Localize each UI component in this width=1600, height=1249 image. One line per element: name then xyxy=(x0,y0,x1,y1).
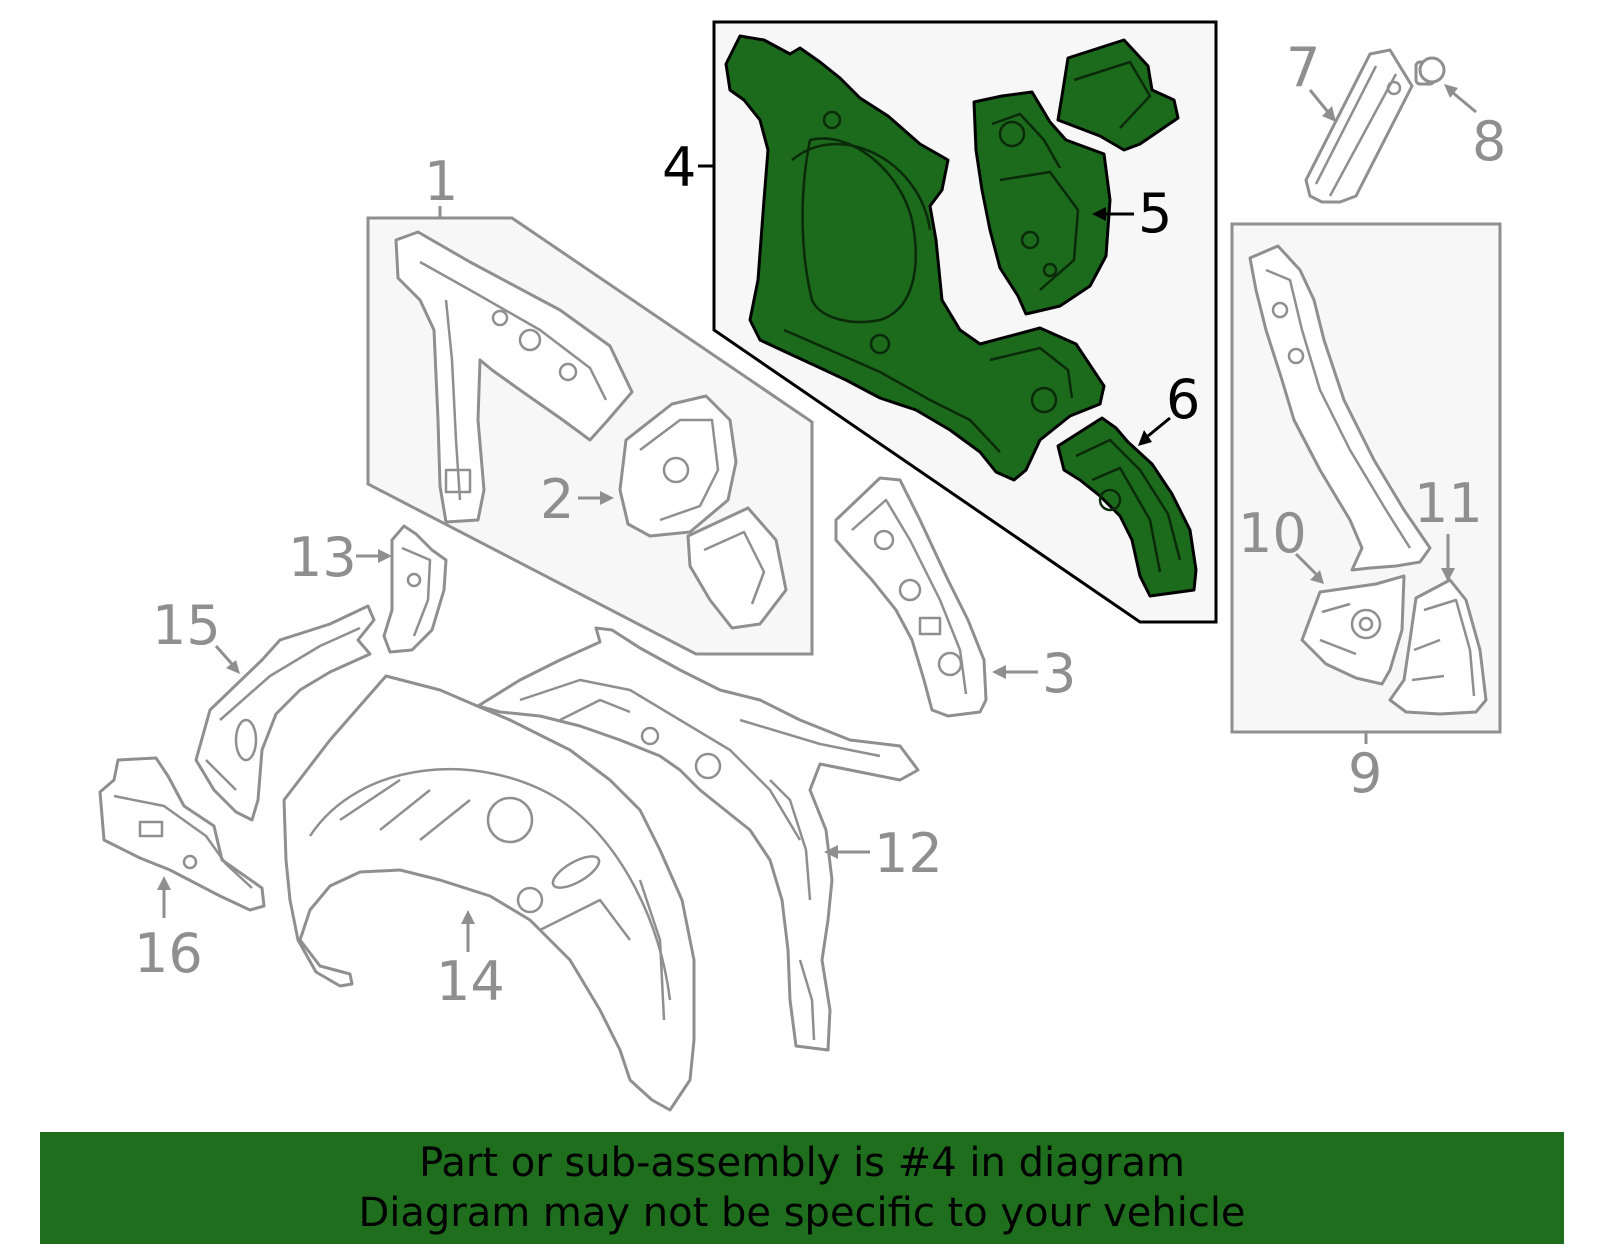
info-banner: Part or sub-assembly is #4 in diagram Di… xyxy=(40,1132,1564,1244)
part-3[interactable] xyxy=(834,476,988,718)
leader-8 xyxy=(1451,90,1477,114)
arrow-3 xyxy=(992,665,1006,679)
callout-2: 2 xyxy=(540,468,574,531)
part-1[interactable] xyxy=(394,230,634,524)
callout-10: 10 xyxy=(1238,502,1307,565)
part-9-pillar[interactable] xyxy=(1248,244,1432,572)
part-13[interactable] xyxy=(382,524,448,654)
part-10[interactable] xyxy=(1300,574,1406,686)
leader-10 xyxy=(1294,552,1318,576)
arrow-12 xyxy=(824,845,838,859)
arrow-15 xyxy=(226,660,240,674)
callout-16: 16 xyxy=(134,922,203,985)
callout-6: 6 xyxy=(1166,368,1200,431)
callout-8: 8 xyxy=(1472,110,1506,173)
leader-6 xyxy=(1147,416,1171,438)
callout-14: 14 xyxy=(436,950,505,1013)
arrow-7 xyxy=(1322,106,1336,122)
callout-3: 3 xyxy=(1042,642,1076,705)
arrow-2 xyxy=(600,491,614,505)
callout-15: 15 xyxy=(152,594,221,657)
arrow-8 xyxy=(1444,84,1458,98)
part-8[interactable] xyxy=(1414,56,1446,86)
callout-5: 5 xyxy=(1138,182,1172,245)
arrow-6 xyxy=(1138,430,1152,446)
leader-7 xyxy=(1308,89,1330,113)
part-4-quarter-inner-panel[interactable] xyxy=(724,34,1106,482)
part-7[interactable] xyxy=(1304,48,1414,204)
callout-13: 13 xyxy=(288,526,357,589)
part-6[interactable] xyxy=(1056,416,1198,598)
arrow-13 xyxy=(378,549,392,563)
part-14[interactable] xyxy=(282,674,696,1112)
part-11[interactable] xyxy=(1388,578,1488,716)
part-2[interactable] xyxy=(618,394,788,630)
callout-9: 9 xyxy=(1348,742,1382,805)
banner-line-2: Diagram may not be specific to your vehi… xyxy=(358,1190,1246,1236)
part-15[interactable] xyxy=(194,604,376,822)
part-16[interactable] xyxy=(98,756,266,912)
callout-1: 1 xyxy=(424,150,458,213)
callout-12: 12 xyxy=(874,822,943,885)
banner-line-1: Part or sub-assembly is #4 in diagram xyxy=(419,1140,1185,1186)
part-5[interactable] xyxy=(972,38,1180,316)
callout-7: 7 xyxy=(1286,36,1320,99)
arrow-10 xyxy=(1310,570,1324,584)
arrow-16 xyxy=(157,876,171,890)
leader-15 xyxy=(214,645,234,665)
arrow-5 xyxy=(1092,207,1106,221)
callout-4: 4 xyxy=(662,136,696,199)
arrow-14 xyxy=(461,910,475,924)
part-12[interactable] xyxy=(476,626,920,1052)
arrow-11 xyxy=(1441,568,1455,582)
callout-11: 11 xyxy=(1414,472,1483,535)
